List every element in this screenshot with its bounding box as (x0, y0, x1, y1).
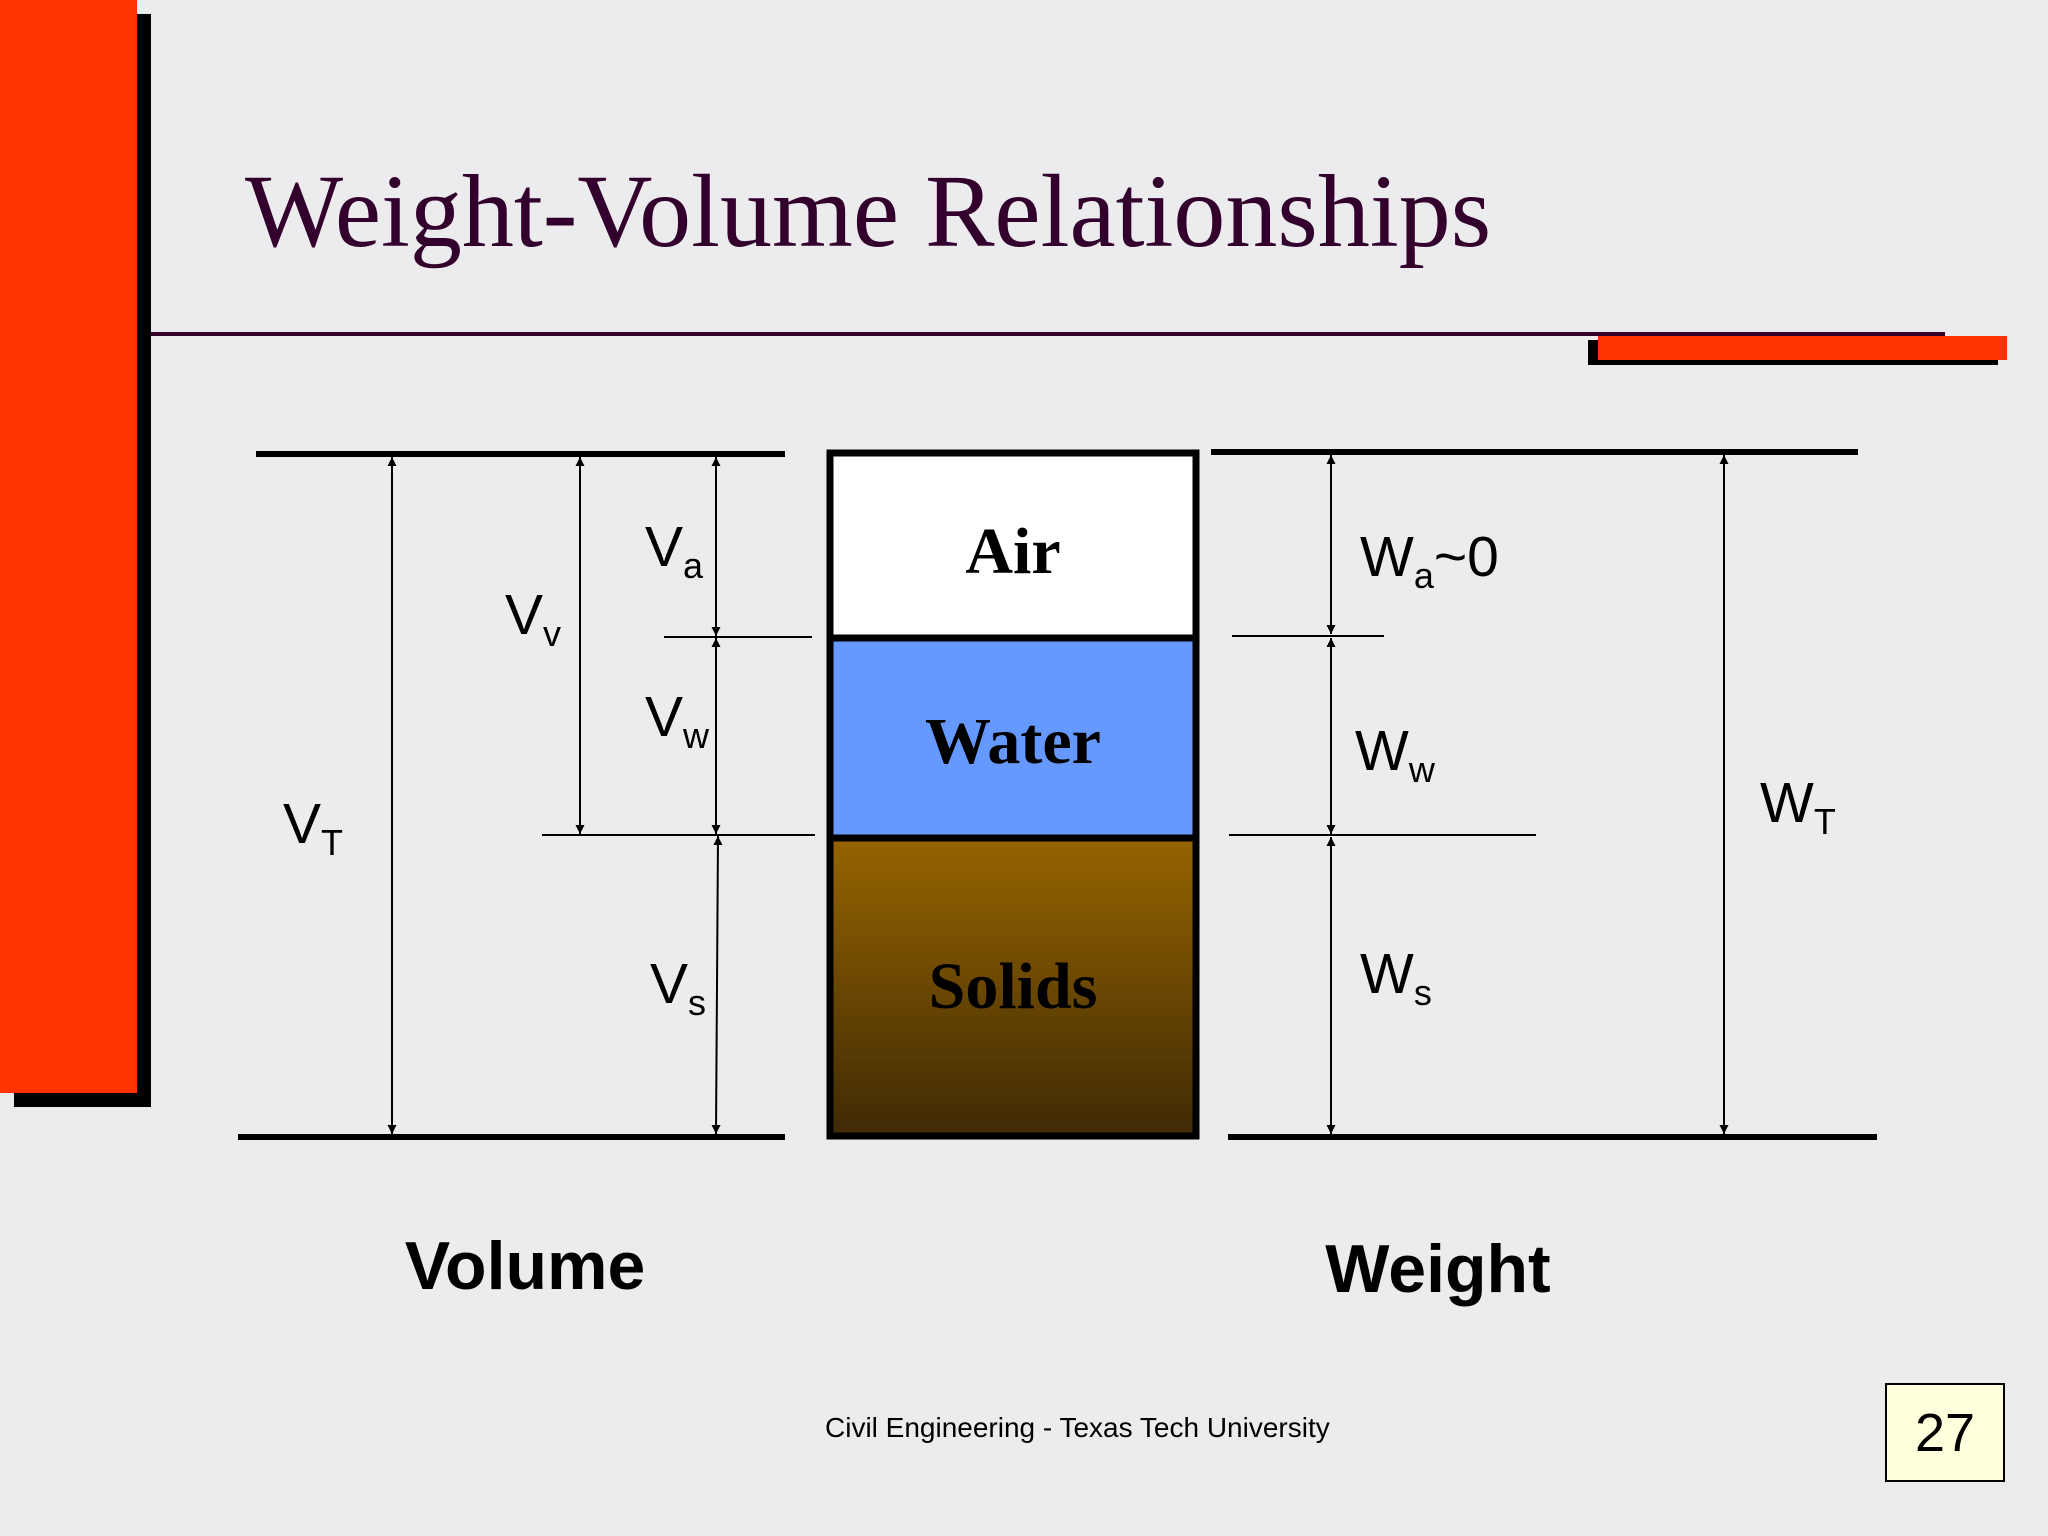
weight-caption: Weight (1325, 1231, 1550, 1307)
air-phase (830, 453, 1196, 638)
volume-caption: Volume (405, 1228, 646, 1304)
wa-label: Wa~0 (1360, 525, 1499, 596)
vt-label: VT (283, 792, 343, 863)
weight-lines (1211, 449, 1877, 1140)
left-accent-bar (0, 0, 137, 1093)
ws-label: Ws (1360, 942, 1432, 1013)
vs-label: Vs (650, 952, 706, 1023)
solids-phase (830, 838, 1196, 1136)
phase-column: Air Water Solids (826, 449, 1200, 1140)
air-label: Air (965, 515, 1060, 588)
solids-label: Solids (929, 950, 1098, 1023)
vs-arrow (711, 835, 723, 1135)
va-label: Va (645, 515, 704, 586)
water-phase (830, 638, 1196, 838)
column-border (826, 449, 1200, 1140)
volume-lines (238, 451, 815, 1140)
page-number: 27 (1885, 1383, 2005, 1482)
right-accent-bar (1598, 336, 2007, 360)
water-label: Water (925, 705, 1101, 778)
vw-label: Vw (645, 685, 710, 756)
ww-label: Ww (1355, 719, 1436, 790)
vv-label: Vv (505, 583, 561, 654)
wt-label: WT (1760, 771, 1836, 842)
title-rule (151, 332, 1945, 336)
slide-title: Weight-Volume Relationships (245, 154, 1492, 269)
footer-text: Civil Engineering - Texas Tech Universit… (825, 1412, 1330, 1443)
